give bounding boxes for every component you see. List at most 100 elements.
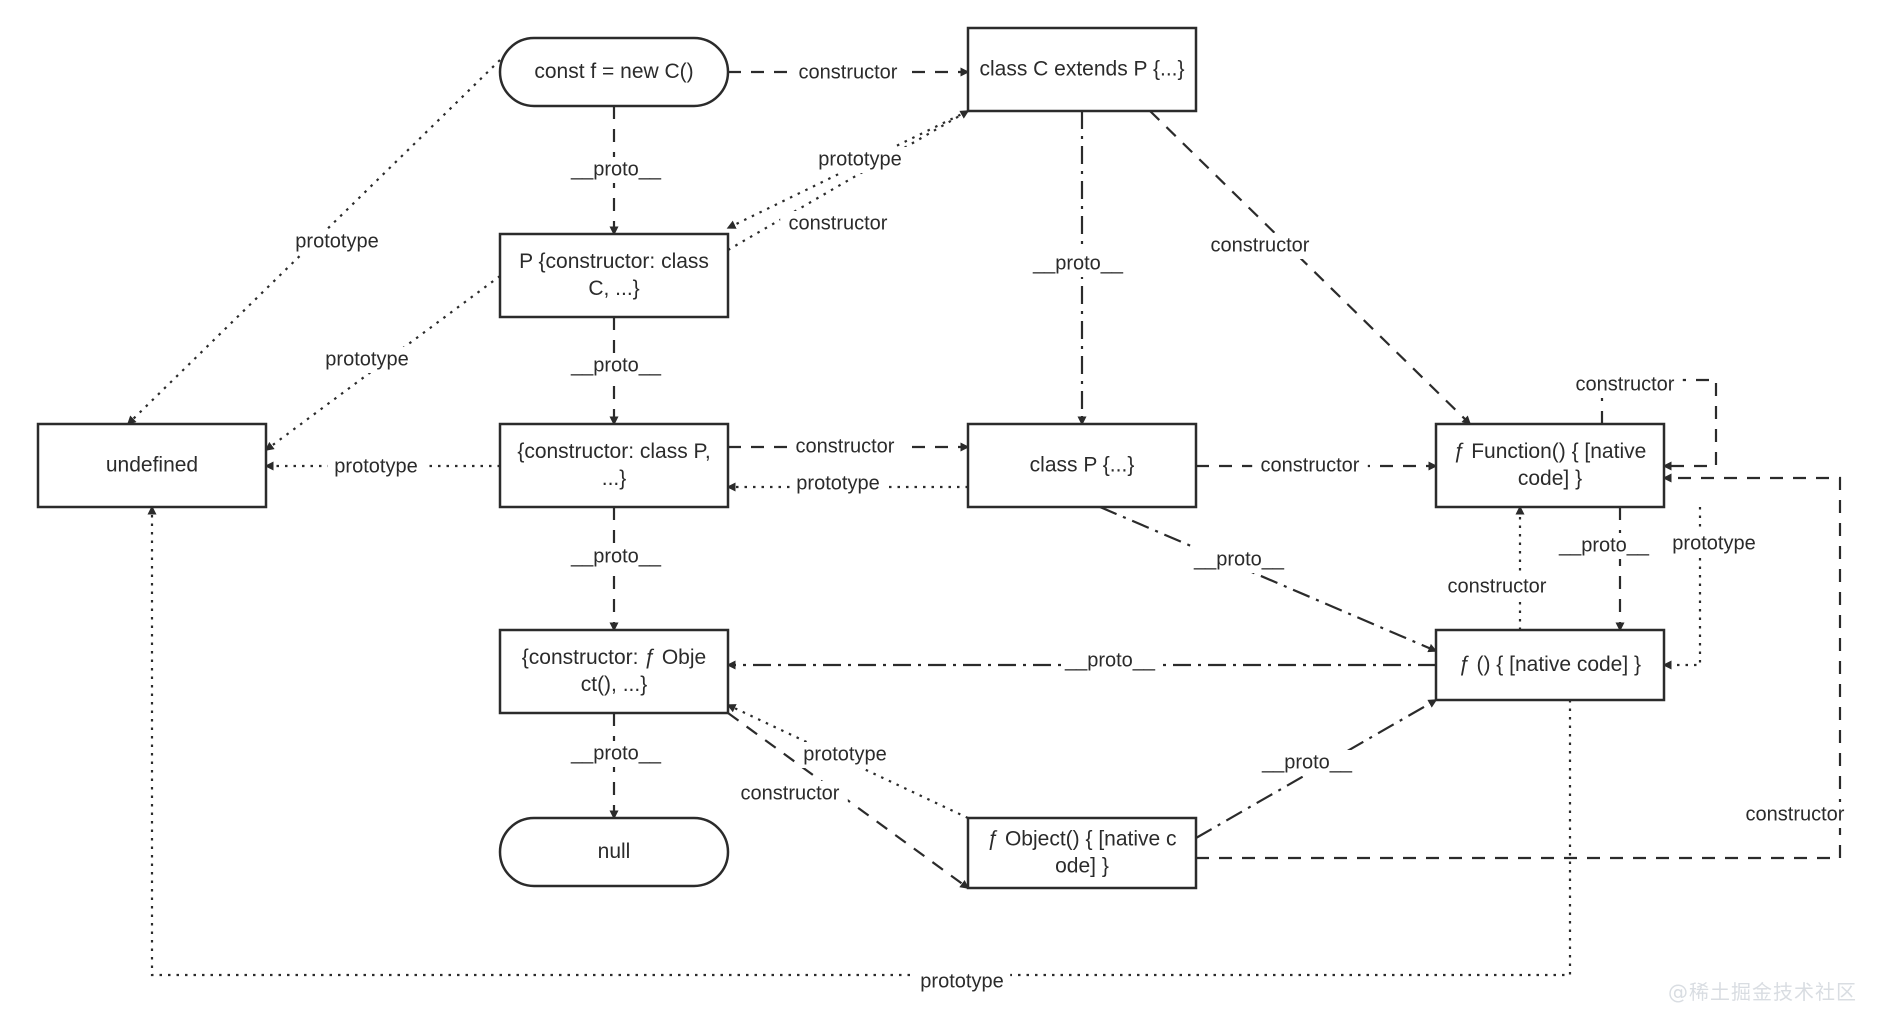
edge-label-e8: __proto__ xyxy=(1032,252,1124,274)
edge-p-proto-to-class-c xyxy=(727,110,970,251)
node-label: class P {...} xyxy=(1030,453,1135,476)
edge-object-fn-to-fn-proto xyxy=(1196,473,1842,860)
edge-anon-fn-to-undefined xyxy=(147,505,1572,977)
node-label: const f = new C() xyxy=(534,60,693,83)
edge-labels-layer: constructor __proto__ prototype constructor… xyxy=(288,60,1853,995)
edge-class-p-to-anon-fn xyxy=(1099,505,1438,653)
node-shape xyxy=(498,628,730,715)
edge-label-e21: __proto__ xyxy=(570,742,662,764)
node-anon-fn[interactable]: ƒ () { [native code] } xyxy=(1434,628,1666,702)
node-label: class C extends P {...} xyxy=(979,57,1184,80)
node-f-instance[interactable]: const f = new C() xyxy=(498,36,730,108)
edge-label-backdrop xyxy=(811,147,909,173)
edge-label-backdrop xyxy=(789,471,887,497)
edge-object-fn-to-obj-proto xyxy=(726,704,969,819)
node-label: null xyxy=(598,840,631,863)
edge-label-e3: prototype xyxy=(295,230,378,252)
edge-label-e5: prototype xyxy=(818,148,901,170)
node-shape xyxy=(498,816,730,888)
edge-label-e17: constructor xyxy=(1448,575,1547,597)
edge-label-e7: __proto__ xyxy=(570,354,662,376)
node-label: {constructor: class P,...} xyxy=(517,440,710,490)
edge-label-e6: prototype xyxy=(325,348,408,370)
node-shape xyxy=(498,232,730,319)
edge-label-backdrop xyxy=(1737,802,1853,828)
edge-label-backdrop xyxy=(567,544,665,570)
edge-label-e13: constructor xyxy=(1261,454,1360,476)
edge-label-e16: constructor xyxy=(1576,373,1675,395)
edge-label-e23: constructor xyxy=(741,782,840,804)
node-label: ƒ () { [native code] } xyxy=(1459,653,1641,676)
nodes-layer: const f = new C() class C extends P {...}… xyxy=(36,26,1666,890)
edge-obj-proto-to-object-fn xyxy=(727,712,970,889)
edge-label-backdrop xyxy=(796,742,894,768)
edge-label-backdrop xyxy=(1202,233,1318,259)
edge-label-backdrop xyxy=(1190,547,1288,573)
edge-label-backdrop xyxy=(1567,372,1683,398)
edge-label-backdrop xyxy=(1029,251,1127,277)
node-shape xyxy=(1434,628,1666,702)
edge-label-e18: __proto__ xyxy=(1558,534,1650,556)
node-shape xyxy=(966,26,1198,113)
edge-label-backdrop xyxy=(913,969,1011,995)
edge-label-backdrop xyxy=(780,211,896,237)
edge-label-e22: prototype xyxy=(803,743,886,765)
edge-class-c-to-p-proto xyxy=(726,110,969,229)
edge-label-e19: prototype xyxy=(1672,532,1755,554)
edge-label-backdrop xyxy=(787,434,903,460)
node-label: undefined xyxy=(106,453,198,476)
edge-label-backdrop xyxy=(1258,750,1356,776)
edge-class-c-to-fn-proto xyxy=(1149,110,1472,426)
edge-label-e12: prototype xyxy=(334,455,417,477)
edge-label-backdrop xyxy=(567,157,665,183)
node-class-p[interactable]: class P {...} xyxy=(966,422,1198,509)
edge-object-fn-to-anon-fn xyxy=(1195,699,1438,839)
edge-label-backdrop xyxy=(732,781,848,807)
edge-label-e1: constructor xyxy=(799,61,898,83)
edge-label-e4: constructor xyxy=(789,212,888,234)
edge-label-e14: __proto__ xyxy=(570,545,662,567)
node-shape xyxy=(966,422,1198,509)
node-shape xyxy=(1434,422,1666,509)
edge-label-backdrop xyxy=(567,353,665,379)
node-class-c[interactable]: class C extends P {...} xyxy=(966,26,1198,113)
edge-label-e24: __proto__ xyxy=(1261,751,1353,773)
edge-label-backdrop xyxy=(288,229,386,255)
edge-label-e2: __proto__ xyxy=(570,158,662,180)
edge-label-e20: __proto__ xyxy=(1064,649,1156,671)
node-shape xyxy=(498,36,730,108)
edge-label-e15: __proto__ xyxy=(1193,548,1285,570)
edge-label-e25: constructor xyxy=(1746,803,1845,825)
edge-label-backdrop xyxy=(790,60,906,86)
node-shape xyxy=(36,422,268,509)
edge-label-e10: constructor xyxy=(796,435,895,457)
edge-fn-proto-to-anon-fn xyxy=(1662,507,1702,670)
watermark: @稀土掘金技术社区 xyxy=(1668,980,1857,1004)
node-undefined[interactable]: undefined xyxy=(36,422,268,509)
edge-label-backdrop xyxy=(1439,574,1555,600)
edge-label-backdrop xyxy=(1061,648,1159,674)
node-c-proto[interactable]: {constructor: class P,...} xyxy=(498,422,730,509)
node-null[interactable]: null xyxy=(498,816,730,888)
edge-f-instance-to-undefined xyxy=(126,59,501,426)
edge-label-backdrop xyxy=(327,454,425,480)
edge-label-backdrop xyxy=(1252,453,1368,479)
node-shape xyxy=(498,422,730,509)
edge-label-e9: constructor xyxy=(1211,234,1310,256)
edge-label-e26: prototype xyxy=(920,970,1003,992)
edge-label-backdrop xyxy=(318,347,416,373)
edge-label-backdrop xyxy=(567,741,665,767)
node-shape xyxy=(966,816,1198,890)
edge-label-backdrop xyxy=(1665,531,1763,557)
edge-label-e11: prototype xyxy=(796,472,879,494)
